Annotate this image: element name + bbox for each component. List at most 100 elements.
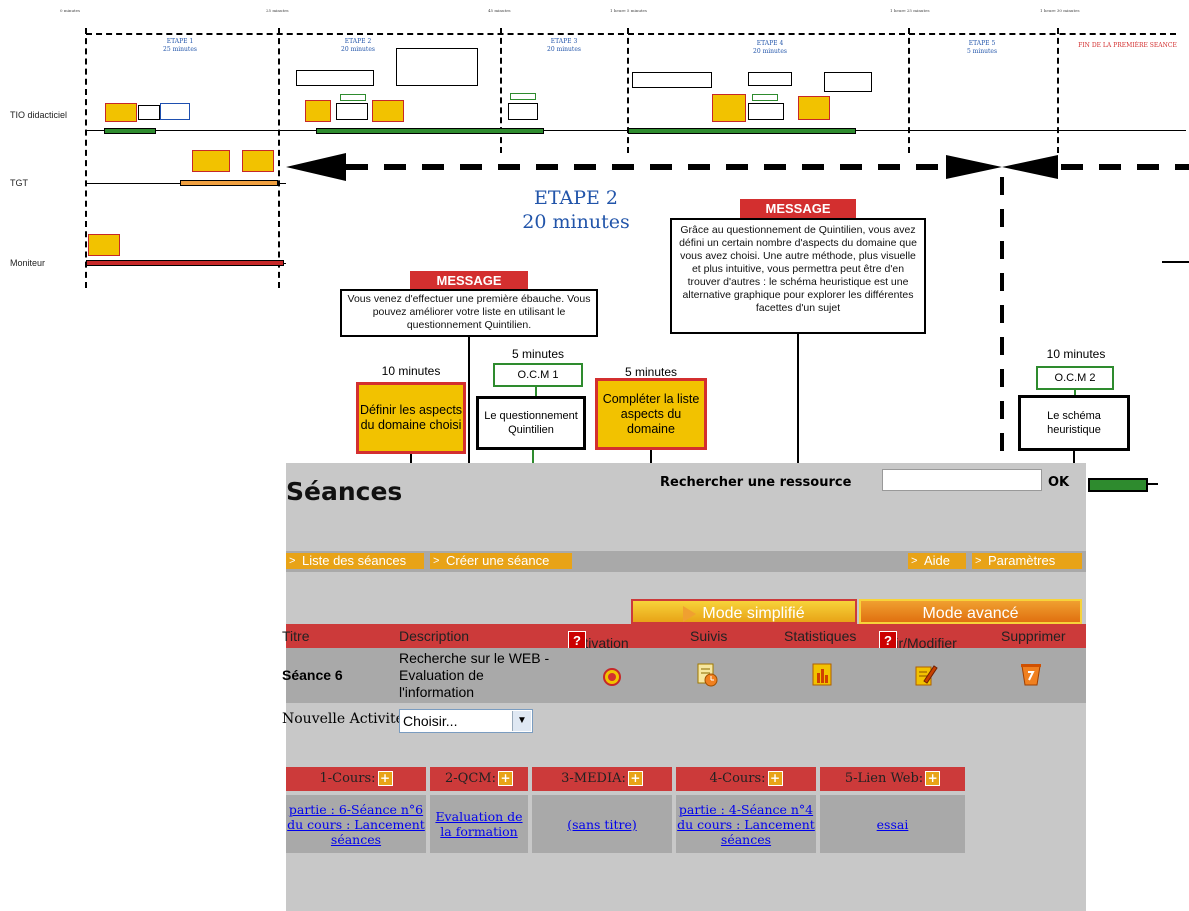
activity-cell: (sans titre) <box>532 795 672 853</box>
mini-message-box <box>748 72 792 86</box>
search-input[interactable] <box>882 469 1042 491</box>
search-ok-button[interactable]: OK <box>1048 475 1070 490</box>
activity-col-media: 3-MEDIA:+ <box>532 767 672 791</box>
connector <box>797 334 799 463</box>
message-box: Grâce au questionnement de Quintilien, v… <box>670 218 926 334</box>
activity-link[interactable]: (sans titre) <box>567 816 637 832</box>
create-session-button[interactable]: Créer une séance <box>430 553 572 569</box>
activity-bar <box>1088 478 1148 492</box>
mini-activity-box <box>138 105 160 120</box>
mini-activity-box <box>372 100 404 122</box>
mini-activity-box <box>798 96 830 120</box>
mini-activity-box <box>88 234 120 256</box>
activity-cell: essai <box>820 795 965 853</box>
add-icon[interactable]: + <box>767 771 783 786</box>
tick-label: 1 heure 25 minutes <box>890 8 930 13</box>
follow-clock-icon[interactable] <box>696 663 718 687</box>
page-title: Séances <box>286 477 403 506</box>
tick-label: 1 heure 30 minutes <box>1040 8 1080 13</box>
activity-cell: partie : 6-Séance n°6 du cours : Lanceme… <box>286 795 426 853</box>
message-tag: MESSAGE <box>410 271 528 290</box>
stage-arrow-line <box>86 33 1176 35</box>
add-icon[interactable]: + <box>377 771 393 786</box>
sessions-table-header: Titre Description Activation? Suivis Sta… <box>282 624 1086 651</box>
stage-divider <box>500 28 502 153</box>
connector <box>468 337 470 463</box>
mini-activity-box <box>160 103 190 120</box>
message-box: Vous venez d'effectuer une première ébau… <box>340 289 598 337</box>
mini-activity-box <box>752 94 778 101</box>
timeline-overview: 0 minutes 25 minutes 45 minutes 1 heure … <box>0 0 1189 290</box>
connector <box>410 454 412 463</box>
activation-radio-icon[interactable] <box>602 667 622 689</box>
connector <box>1074 390 1076 395</box>
stage-divider <box>1057 28 1059 153</box>
statistics-icon[interactable] <box>811 663 832 686</box>
connector <box>532 450 534 463</box>
activity-bar <box>86 260 284 266</box>
lms-sessions-panel: Séances Rechercher une ressource OK List… <box>282 463 1086 911</box>
new-activity-select[interactable]: Choisir... ▼ <box>399 709 533 733</box>
settings-button[interactable]: Paramètres <box>972 553 1082 569</box>
activity-link[interactable]: partie : 4-Séance n°4 du cours : Lanceme… <box>677 801 815 847</box>
row-label-tgt: TGT <box>10 178 28 188</box>
col-view-edit-label: Voir/Modifier <box>879 635 957 651</box>
help-button[interactable]: Aide <box>908 553 966 569</box>
col-title: Titre <box>282 628 310 644</box>
connector <box>535 387 537 396</box>
activity-duration: 10 minutes <box>1046 347 1106 361</box>
activity-link[interactable]: Evaluation de la formation <box>435 809 523 839</box>
ocm-code: O.C.M 1 <box>493 363 583 387</box>
activity-bar <box>180 180 278 186</box>
chevron-down-icon[interactable]: ▼ <box>512 711 531 731</box>
add-icon[interactable]: + <box>627 771 643 786</box>
activity-cell: partie : 4-Séance n°4 du cours : Lanceme… <box>676 795 816 853</box>
col-delete: Supprimer <box>1001 628 1066 644</box>
activity-box: Définir les aspects du domaine choisi <box>356 382 466 454</box>
add-icon[interactable]: + <box>497 771 513 786</box>
activity-bar <box>104 128 156 134</box>
session-list-button[interactable]: Liste des séances <box>286 553 424 569</box>
activity-duration: 5 minutes <box>624 365 678 379</box>
activity-link[interactable]: partie : 6-Séance n°6 du cours : Lanceme… <box>287 801 425 847</box>
col-follow: Suivis <box>690 628 728 644</box>
col-label: 4-Cours: <box>709 771 766 786</box>
col-label: 1-Cours: <box>319 771 376 786</box>
mini-activity-box <box>305 100 331 122</box>
col-label: 2-QCM: <box>445 771 496 786</box>
mini-message-box <box>632 72 712 88</box>
col-label: 5-Lien Web: <box>844 771 924 786</box>
row-label-tio: TIO didacticiel <box>10 110 68 120</box>
session-title: Séance 6 <box>282 667 343 683</box>
tick-label: 45 minutes <box>488 8 511 13</box>
end-label: FIN DE LA PREMIÈRE SEANCE <box>1078 42 1177 49</box>
activity-bar <box>316 128 544 134</box>
activity-link[interactable]: essai <box>876 816 909 832</box>
nav-bar: Liste des séances Créer une séance Aide … <box>286 551 1086 572</box>
row-line <box>1146 483 1158 485</box>
message-tag: MESSAGE <box>740 199 856 218</box>
tick-label: 25 minutes <box>266 8 289 13</box>
mode-simple-tab[interactable]: Mode simplifié <box>631 599 857 624</box>
session-description: Recherche sur le WEB - Evaluation de l'i… <box>399 650 550 700</box>
mini-activity-box <box>510 93 536 100</box>
activity-box: Le schéma heuristique <box>1018 395 1130 451</box>
mini-activity-box <box>192 150 230 172</box>
mini-activity-box <box>242 150 274 172</box>
add-icon[interactable]: + <box>925 771 941 786</box>
mini-activity-box <box>508 103 538 120</box>
delete-bin-icon[interactable] <box>1019 662 1041 686</box>
connector <box>650 450 652 463</box>
mode-advanced-tab[interactable]: Mode avancé <box>859 599 1082 624</box>
edit-pencil-icon[interactable] <box>914 663 938 686</box>
detail-arrows <box>286 153 1189 463</box>
col-label: 3-MEDIA: <box>561 771 626 786</box>
tick-label: 0 minutes <box>60 8 81 13</box>
new-activity-selected: Choisir... <box>403 713 458 729</box>
col-description: Description <box>399 628 470 644</box>
stage-divider <box>85 28 87 288</box>
